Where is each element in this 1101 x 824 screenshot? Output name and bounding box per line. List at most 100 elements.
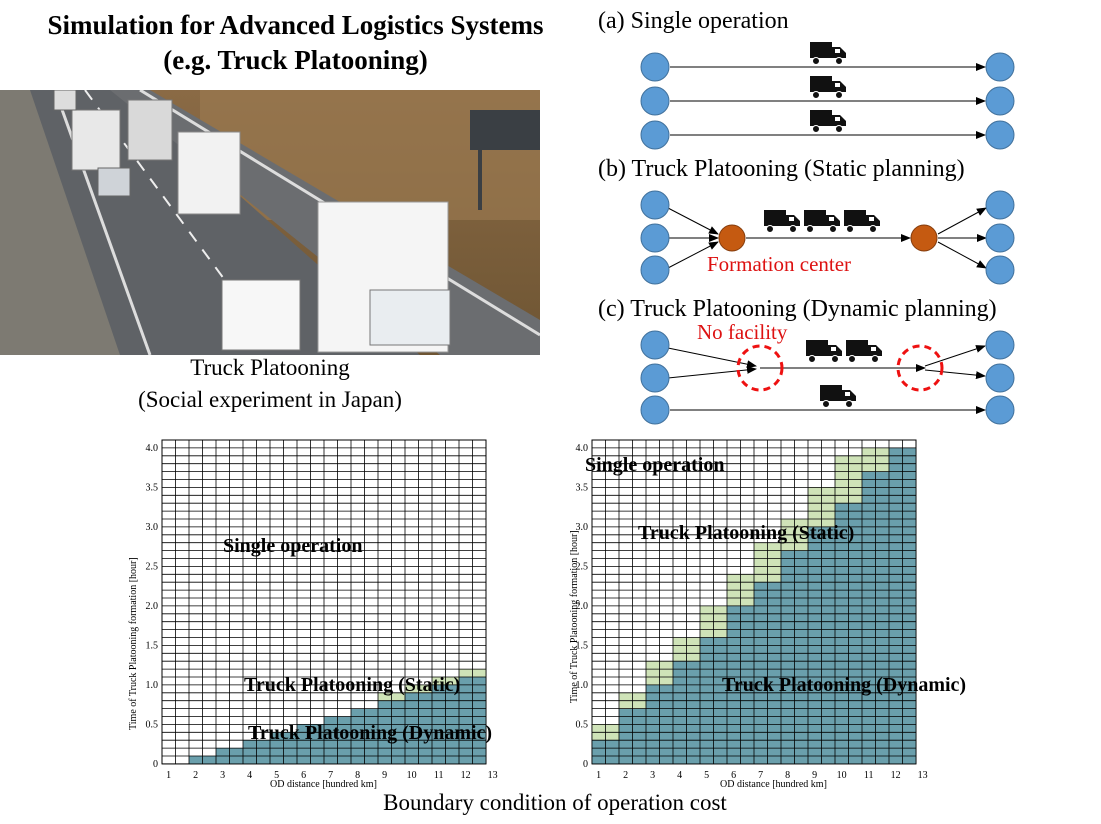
slide-title: Simulation for Advanced Logistics System… [8, 8, 583, 78]
x-tick-label: 12 [461, 770, 471, 781]
node-origin [640, 255, 670, 285]
region-label-static: Truck Platooning (Static) [638, 522, 855, 544]
y-tick-label: 4.0 [146, 443, 159, 454]
truck-icon [819, 384, 857, 408]
x-tick-label: 9 [812, 770, 817, 781]
node-destination [985, 190, 1015, 220]
y-tick-label: 2.0 [576, 601, 589, 612]
x-tick-label: 4 [247, 770, 252, 781]
y-tick-label: 3.0 [576, 522, 589, 533]
chart-right-xlabel: OD distance [hundred km] [720, 779, 827, 790]
y-tick-label: 2.0 [146, 601, 159, 612]
x-tick-label: 10 [837, 770, 847, 781]
chart-right-ylabel: Time of Truck Platooning formation [hour… [569, 530, 580, 703]
node-origin [640, 52, 670, 82]
title-line-2: (e.g. Truck Platooning) [163, 45, 428, 75]
x-tick-label: 2 [193, 770, 198, 781]
formation-center-node [910, 224, 938, 252]
x-tick-label: 10 [407, 770, 417, 781]
platooning-diagrams [640, 41, 1015, 425]
no-facility-circle [736, 344, 784, 392]
x-tick-label: 11 [434, 770, 444, 781]
title-line-1: Simulation for Advanced Logistics System… [47, 10, 544, 40]
y-tick-label: 3.0 [146, 522, 159, 533]
node-destination [985, 395, 1015, 425]
truck-icon [843, 209, 881, 233]
diagram-a [640, 41, 1015, 150]
y-tick-label: 2.5 [146, 561, 159, 572]
x-tick-label: 6 [731, 770, 736, 781]
region-label-single: Single operation [223, 535, 363, 557]
region-label-single: Single operation [585, 454, 725, 476]
y-tick-label: 4.0 [576, 443, 589, 454]
x-tick-label: 9 [382, 770, 387, 781]
y-tick-label: 0.5 [576, 719, 589, 730]
truck-icon [763, 209, 801, 233]
no-facility-circle [896, 344, 944, 392]
chart-left-ylabel: Time of Truck Platooning formation [hour… [128, 557, 139, 730]
bottom-caption: Boundary condition of operation cost [383, 790, 727, 815]
x-tick-label: 7 [328, 770, 333, 781]
formation-center-label: Formation center [707, 252, 852, 276]
x-tick-label: 8 [355, 770, 360, 781]
x-tick-label: 1 [166, 770, 171, 781]
formation-center-node [718, 224, 746, 252]
x-tick-label: 1 [596, 770, 601, 781]
x-tick-label: 8 [785, 770, 790, 781]
y-tick-label: 2.5 [576, 561, 589, 572]
chart-left-xlabel: OD distance [hundred km] [270, 779, 377, 790]
truck-icon [845, 339, 883, 363]
x-tick-label: 13 [488, 770, 498, 781]
y-tick-label: 0 [153, 759, 158, 770]
x-tick-label: 11 [864, 770, 874, 781]
photo-caption-line-2: (Social experiment in Japan) [138, 387, 402, 412]
truck-icon [803, 209, 841, 233]
node-destination [985, 363, 1015, 393]
x-tick-label: 3 [650, 770, 655, 781]
diagram-c-label: (c) Truck Platooning (Dynamic planning) [598, 296, 997, 322]
photo-caption-line-1: Truck Platooning [190, 355, 350, 380]
y-tick-label: 1.5 [576, 640, 589, 651]
x-tick-label: 5 [274, 770, 279, 781]
region-label-dynamic: Truck Platooning (Dynamic) [248, 722, 493, 744]
x-tick-label: 6 [301, 770, 306, 781]
y-tick-label: 0 [583, 759, 588, 770]
truck-icon [809, 75, 847, 99]
x-tick-label: 4 [677, 770, 682, 781]
node-origin [640, 223, 670, 253]
y-tick-label: 3.5 [146, 482, 159, 493]
diagram-c [640, 330, 1015, 425]
truck-icon [809, 41, 847, 65]
node-origin [640, 120, 670, 150]
y-tick-label: 1.5 [146, 640, 159, 651]
photo-caption: Truck Platooning (Social experiment in J… [100, 352, 440, 416]
y-tick-label: 0.5 [146, 719, 159, 730]
node-destination [985, 120, 1015, 150]
x-tick-label: 12 [891, 770, 901, 781]
truck-icon [809, 109, 847, 133]
diagram-b [640, 190, 1015, 285]
node-origin [640, 363, 670, 393]
diagram-a-label: (a) Single operation [598, 8, 789, 34]
node-destination [985, 86, 1015, 116]
y-tick-label: 1.0 [146, 680, 159, 691]
node-origin [640, 330, 670, 360]
x-tick-label: 7 [758, 770, 763, 781]
y-tick-label: 1.0 [576, 680, 589, 691]
x-tick-label: 5 [704, 770, 709, 781]
node-destination [985, 330, 1015, 360]
node-destination [985, 255, 1015, 285]
node-destination [985, 223, 1015, 253]
x-tick-label: 2 [623, 770, 628, 781]
node-origin [640, 86, 670, 116]
node-origin [640, 395, 670, 425]
node-origin [640, 190, 670, 220]
node-destination [985, 52, 1015, 82]
x-tick-label: 3 [220, 770, 225, 781]
no-facility-label: No facility [697, 320, 788, 344]
truck-platooning-photo [0, 90, 540, 355]
diagram-b-label: (b) Truck Platooning (Static planning) [598, 156, 965, 182]
x-tick-label: 13 [918, 770, 928, 781]
